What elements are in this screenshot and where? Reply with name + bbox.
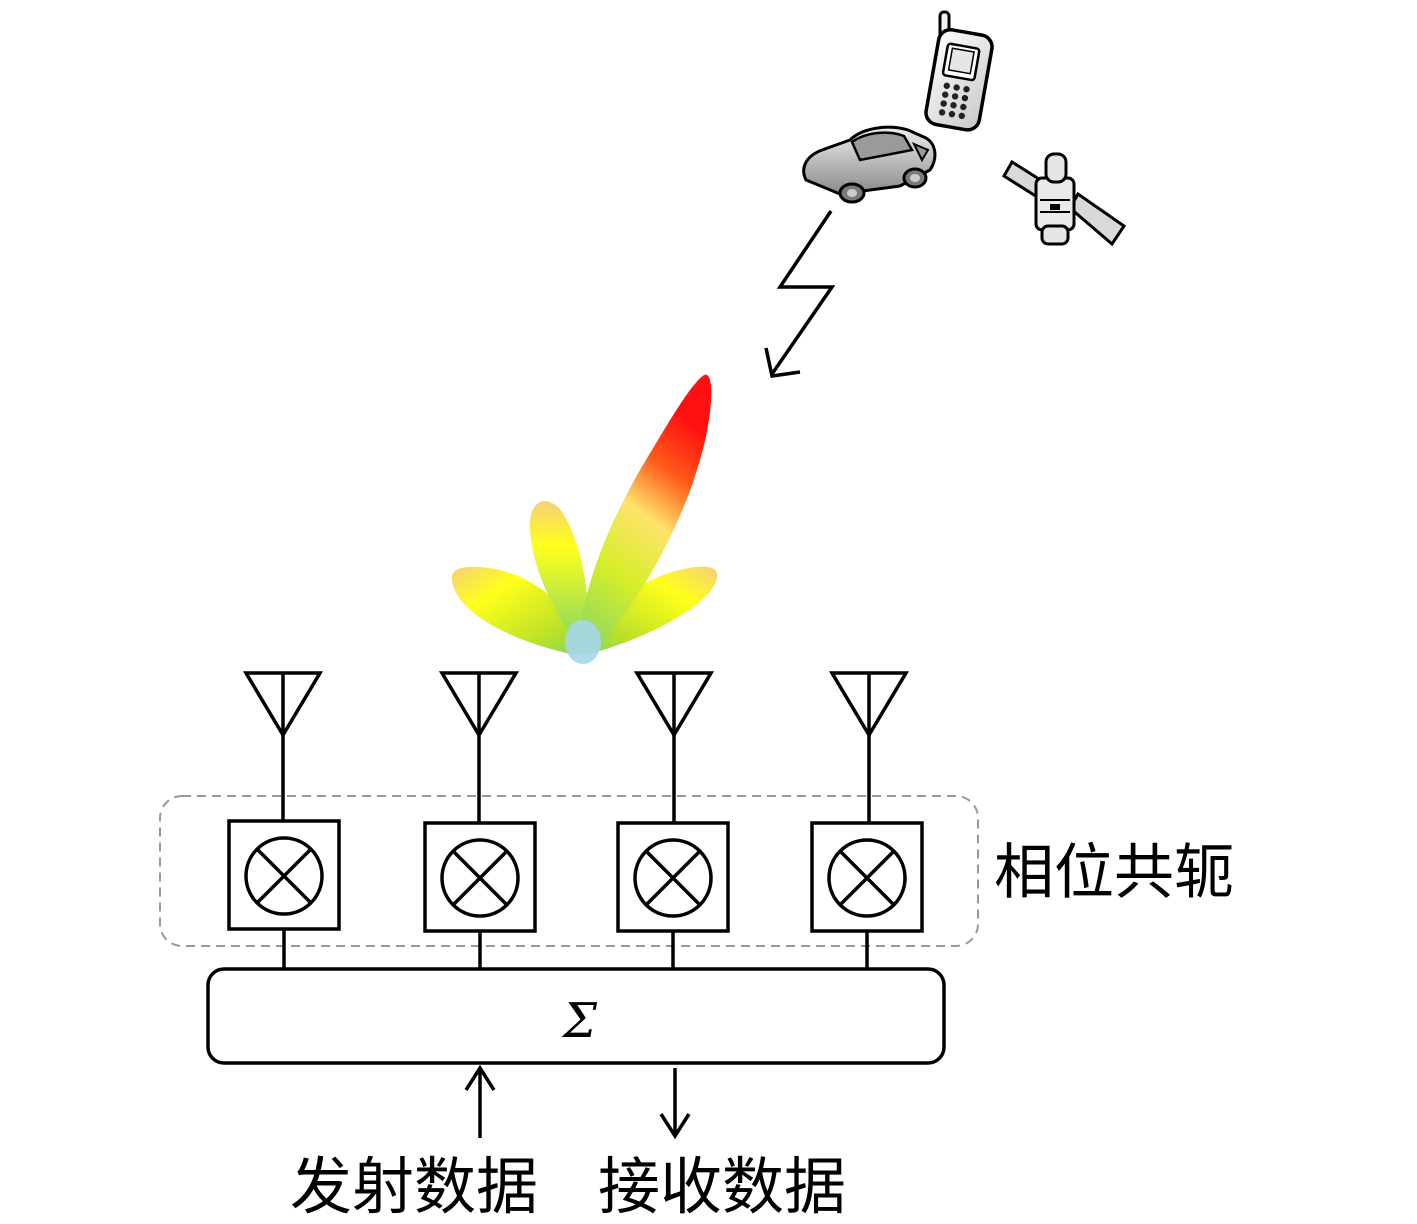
mixer-icon	[227, 819, 341, 969]
mobile-phone-icon	[924, 10, 994, 132]
transmit-arrow	[464, 1064, 496, 1138]
car-icon	[802, 125, 937, 204]
antenna-icon	[633, 671, 715, 823]
receive-arrow	[659, 1068, 691, 1140]
receive-data-label: 接收数据	[598, 1150, 846, 1223]
radiation-pattern-icon	[451, 374, 718, 664]
mixer-icon	[810, 821, 924, 969]
antenna-icon	[828, 671, 910, 823]
antenna-icon	[438, 671, 520, 823]
lightning-arrow-icon	[764, 210, 836, 378]
phase-conjugate-group	[159, 795, 979, 947]
transmit-data-label: 发射数据	[290, 1150, 538, 1223]
antenna-icon	[242, 671, 324, 821]
satellite-icon	[1001, 152, 1127, 247]
phase-conjugate-label: 相位共轭	[994, 838, 1234, 908]
mixer-icon	[616, 821, 730, 969]
sum-symbol: Σ	[561, 993, 598, 1049]
sum-block	[206, 967, 946, 1065]
mixer-icon	[423, 821, 537, 969]
